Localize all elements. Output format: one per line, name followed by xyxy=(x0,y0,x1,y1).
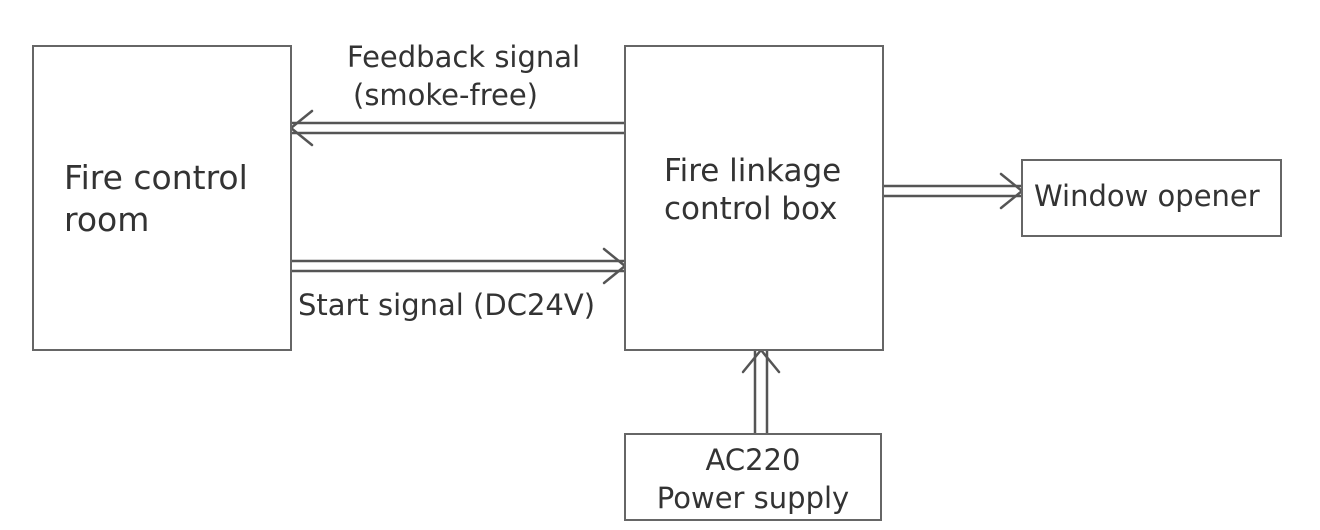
fire-control-room-box xyxy=(32,45,292,351)
fire-control-room-label: Fire control room xyxy=(64,158,248,239)
window-opener-box xyxy=(1021,159,1282,237)
window-opener-arrow xyxy=(881,172,1024,210)
linkage-box-label: Fire linkage control box xyxy=(664,153,842,227)
window-opener-label: Window opener xyxy=(1034,179,1260,213)
fire-linkage-control-box xyxy=(624,45,884,351)
start-arrow xyxy=(289,247,627,285)
feedback-signal-label: Feedback signal (smoke-free) xyxy=(347,40,581,112)
start-signal-label: Start signal (DC24V) xyxy=(298,288,596,322)
power-supply-box xyxy=(624,433,882,521)
power-arrow xyxy=(741,348,781,436)
power-supply-label: AC220 Power supply xyxy=(656,443,850,515)
feedback-arrow xyxy=(289,109,627,147)
